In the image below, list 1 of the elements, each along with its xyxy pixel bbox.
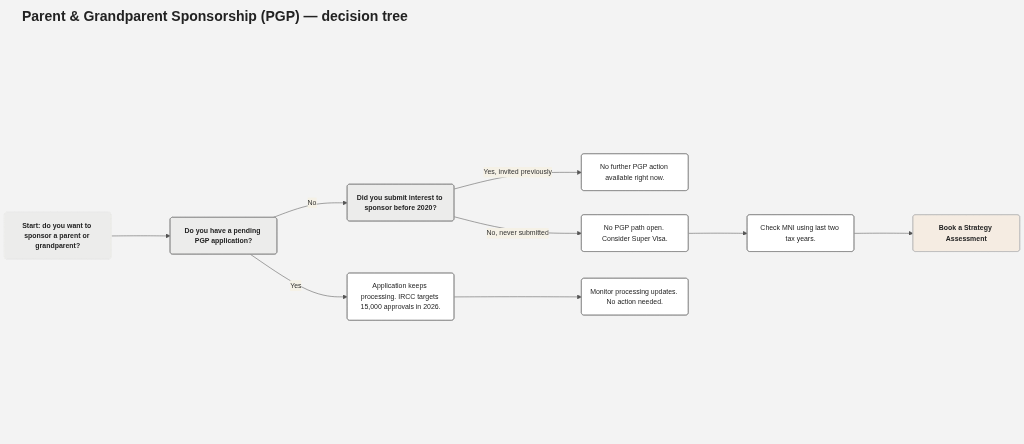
diagram-title: Parent & Grandparent Sponsorship (PGP) — decision tree bbox=[22, 8, 408, 24]
